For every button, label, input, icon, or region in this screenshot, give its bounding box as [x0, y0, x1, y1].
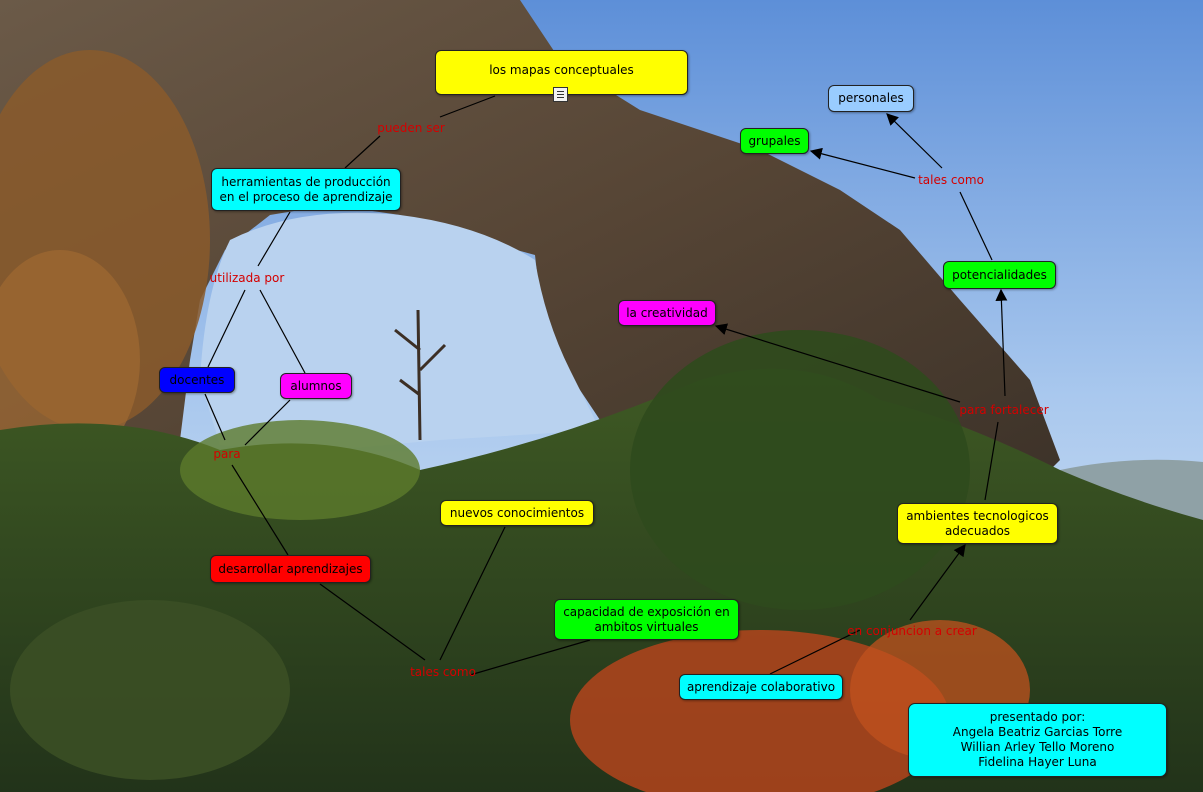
link-para-fortalecer[interactable]: para fortalecer [959, 403, 1049, 417]
credits-box[interactable]: presentado por: Angela Beatriz Garcias T… [908, 703, 1167, 777]
link-tales-como-1[interactable]: tales como [410, 665, 476, 679]
concept-potencialidades[interactable]: potencialidades [943, 261, 1056, 289]
concept-capacidad-exposicion[interactable]: capacidad de exposición en ambitos virtu… [554, 599, 739, 640]
concept-herramientas[interactable]: herramientas de producción en el proceso… [211, 168, 401, 211]
link-tales-como-2[interactable]: tales como [918, 173, 984, 187]
concept-alumnos[interactable]: alumnos [280, 373, 352, 399]
link-para[interactable]: para [213, 447, 241, 461]
concept-docentes[interactable]: docentes [159, 367, 235, 393]
credits-author: Angela Beatriz Garcias Torre [952, 725, 1123, 739]
link-utilizada-por[interactable]: utilizada por [209, 271, 285, 285]
concept-ambientes-tecnologicos[interactable]: ambientes tecnologicos adecuados [897, 503, 1058, 544]
concept-personales[interactable]: personales [828, 85, 914, 112]
concept-creatividad[interactable]: la creatividad [618, 300, 716, 326]
document-icon[interactable] [553, 87, 568, 102]
concept-desarrollar-aprendizajes[interactable]: desarrollar aprendizajes [210, 555, 371, 583]
concept-aprendizaje-colaborativo[interactable]: aprendizaje colaborativo [679, 674, 843, 700]
credits-heading: presentado por: [989, 710, 1086, 724]
concept-nuevos-conocimientos[interactable]: nuevos conocimientos [440, 500, 594, 526]
link-pueden-ser[interactable]: pueden ser [377, 121, 445, 135]
credits-author: Fidelina Hayer Luna [978, 755, 1097, 769]
link-en-conjuncion[interactable]: en conjuncion a crear [847, 624, 977, 638]
credits-author: Willian Arley Tello Moreno [960, 740, 1115, 754]
concept-grupales[interactable]: grupales [740, 128, 809, 154]
